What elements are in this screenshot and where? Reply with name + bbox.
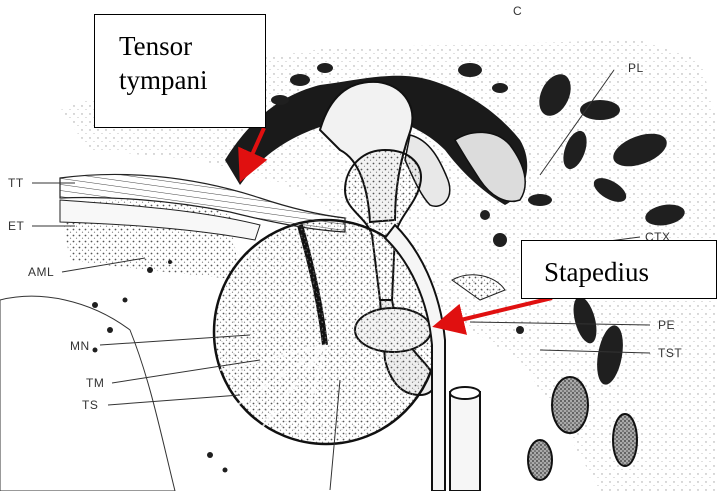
stapedius-callout: Stapedius [521, 240, 717, 299]
stapedius-callout-text: Stapedius [544, 257, 716, 287]
label-tt: TT [8, 176, 24, 190]
tensor-tympani-callout: Tensor tympani [94, 14, 266, 128]
tensor-callout-line1: Tensor [119, 29, 265, 63]
label-et: ET [8, 219, 25, 233]
label-mn: MN [70, 339, 90, 353]
tensor-callout-line2: tympani [119, 63, 265, 97]
label-aml: AML [28, 265, 54, 279]
label-partial-top: C [513, 4, 522, 18]
label-tst: TST [658, 346, 682, 360]
label-pl: PL [628, 61, 644, 75]
label-tm: TM [86, 376, 104, 390]
label-ts: TS [82, 398, 98, 412]
label-pe: PE [658, 318, 675, 332]
